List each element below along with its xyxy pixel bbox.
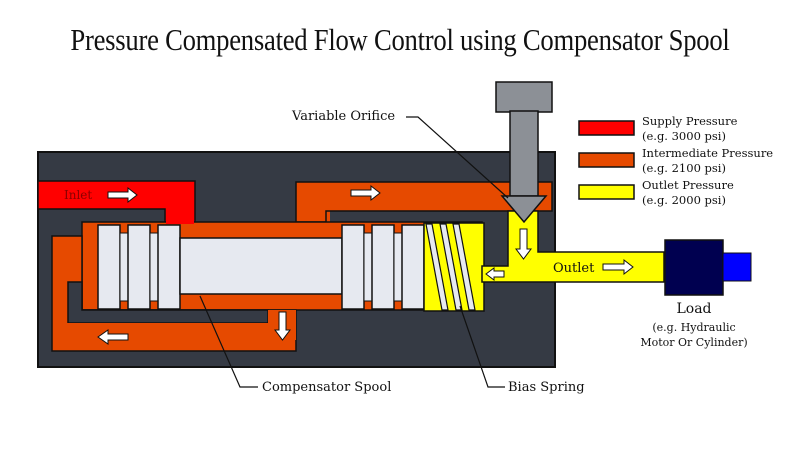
- variable-orifice-label: Variable Orifice: [291, 109, 395, 124]
- outlet-arrow-icon: [602, 258, 634, 276]
- compensator-spool-label: Compensator Spool: [262, 380, 391, 395]
- load-desc-line-2: Motor Or Cylinder): [640, 336, 747, 349]
- spool-land-1: [97, 224, 121, 310]
- supply-port: [166, 208, 194, 224]
- bias-spring-leader: [459, 305, 505, 388]
- intermediate-top-arrow-icon: [350, 184, 381, 202]
- spool-stem: [179, 237, 343, 295]
- bias-spring-label: Bias Spring: [508, 380, 585, 395]
- needle-tip: [500, 195, 548, 224]
- spool-groove-3: [363, 232, 373, 302]
- legend-outlet-name: Outlet Pressure: [642, 178, 734, 192]
- bias-spring: [425, 223, 476, 311]
- load-body: [664, 239, 724, 296]
- legend-swatch-supply: [578, 120, 635, 136]
- return-bottom-fill: [53, 323, 295, 350]
- legend: Supply Pressure (e.g. 3000 psi) Intermed…: [578, 114, 773, 207]
- return-left-fill: [53, 237, 67, 350]
- outlet-feedback-arrow-icon: [485, 267, 505, 281]
- legend-supply-name: Supply Pressure: [642, 114, 738, 128]
- diagram-title: Pressure Compensated Flow Control using …: [70, 22, 730, 57]
- intermediate-return-arrow-icon: [97, 329, 129, 345]
- legend-swatch-intermediate: [578, 152, 635, 168]
- outlet-down-arrow-icon: [515, 228, 532, 260]
- spool-groove-2: [149, 232, 159, 302]
- spool-land-4: [341, 224, 365, 310]
- compensator-spool-leader: [199, 295, 258, 388]
- intermediate-down-arrow-icon: [274, 311, 291, 341]
- spool-land-2: [127, 224, 151, 310]
- load-desc-line-1: (e.g. Hydraulic: [652, 321, 735, 334]
- inlet-label: Inlet: [64, 188, 92, 202]
- needle-stem: [509, 110, 539, 197]
- spool-land-5: [371, 224, 395, 310]
- spool-land-3: [157, 224, 181, 310]
- legend-swatch-outlet: [578, 184, 635, 200]
- needle-head: [495, 81, 553, 113]
- variable-orifice-leader: [406, 116, 509, 199]
- legend-outlet-example: (e.g. 2000 psi): [642, 193, 726, 207]
- outlet-label: Outlet: [553, 261, 595, 276]
- spool-land-6: [401, 224, 425, 310]
- load-label: Load: [676, 301, 711, 317]
- load-rod: [722, 252, 752, 282]
- legend-intermediate-name: Intermediate Pressure: [642, 146, 773, 160]
- spool-groove-1: [119, 232, 129, 302]
- legend-intermediate-example: (e.g. 2100 psi): [642, 161, 726, 175]
- spool-groove-4: [393, 232, 403, 302]
- inlet-arrow-icon: [107, 186, 138, 204]
- legend-supply-example: (e.g. 3000 psi): [642, 129, 726, 143]
